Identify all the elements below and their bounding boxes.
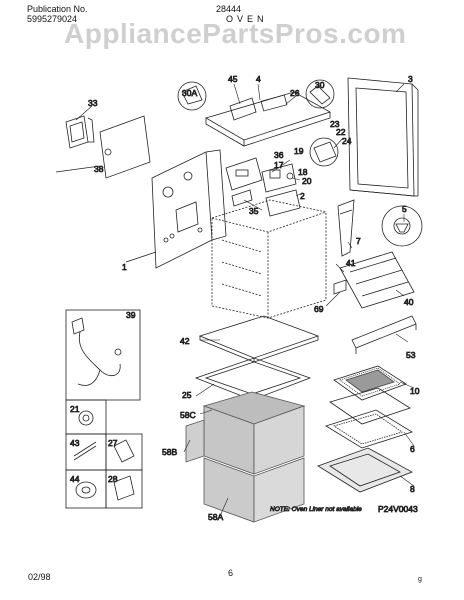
label-38: 38 xyxy=(94,164,104,174)
publication-label: Publication No. xyxy=(27,4,88,14)
label-25: 25 xyxy=(182,390,192,400)
part-42-shape xyxy=(198,315,320,363)
label-23: 23 xyxy=(330,119,340,129)
leader-lines xyxy=(75,83,415,517)
label-42: 42 xyxy=(180,336,190,346)
label-44: 44 xyxy=(70,474,80,484)
label-43: 43 xyxy=(70,438,80,448)
model-number: 28444 xyxy=(216,4,242,14)
part-38-shape xyxy=(55,115,151,179)
part-24-shape xyxy=(309,137,339,167)
part-5-shape xyxy=(381,205,423,247)
part-58b-shape xyxy=(185,405,305,475)
label-53: 53 xyxy=(406,350,416,360)
part-35-shape xyxy=(231,189,253,207)
label-1: 1 xyxy=(122,262,127,272)
part-17-shape xyxy=(261,163,297,193)
label-69: 69 xyxy=(314,304,324,314)
label-7: 7 xyxy=(356,236,361,246)
part-3-shape xyxy=(347,77,419,197)
footer-page-number: 6 xyxy=(228,568,234,578)
section-title: OVEN xyxy=(226,14,268,24)
note-oven-liner: NOTE: Oven Liner not available xyxy=(270,506,362,513)
watermark: AppliancePartsPros.com xyxy=(64,18,407,49)
part-58a-shape xyxy=(203,457,305,523)
label-22: 22 xyxy=(336,127,346,137)
footer-mark: g xyxy=(418,576,422,583)
part-1-shape xyxy=(125,149,227,269)
label-19: 19 xyxy=(294,146,304,156)
label-20: 20 xyxy=(302,176,312,186)
label-28: 28 xyxy=(108,474,118,484)
label-24: 24 xyxy=(342,136,352,146)
label-3: 3 xyxy=(408,74,413,84)
part-53-shape xyxy=(351,315,417,354)
label-18: 18 xyxy=(298,167,308,177)
inset-box-39 xyxy=(65,309,141,401)
label-6: 6 xyxy=(410,444,415,454)
part-33-shape xyxy=(65,115,95,149)
label-39: 39 xyxy=(126,310,136,320)
label-35: 35 xyxy=(249,206,259,216)
label-5: 5 xyxy=(402,204,407,214)
label-41: 41 xyxy=(346,258,356,268)
part-30a-shape xyxy=(177,81,207,111)
label-33: 33 xyxy=(88,98,98,108)
label-10: 10 xyxy=(410,386,420,396)
label-40: 40 xyxy=(404,297,414,307)
part-40-shape xyxy=(339,251,415,309)
part-4-shape xyxy=(204,91,331,147)
label-58c: 58C xyxy=(180,410,196,420)
label-58a: 58A xyxy=(208,512,223,522)
label-21: 21 xyxy=(70,404,80,414)
footer-date: 02/98 xyxy=(28,572,51,582)
part-6-shape xyxy=(325,387,413,449)
label-26: 26 xyxy=(290,88,300,98)
label-45: 45 xyxy=(228,74,238,84)
part-10-shape xyxy=(333,365,407,401)
label-8: 8 xyxy=(410,484,415,494)
label-27: 27 xyxy=(108,438,118,448)
part-25-shape xyxy=(194,357,312,401)
part-69-shape xyxy=(333,279,347,295)
part-8-shape xyxy=(317,447,413,493)
part-30-shape xyxy=(305,79,335,109)
label-58b: 58B xyxy=(162,447,177,457)
part-2-shape xyxy=(265,189,301,217)
label-30: 30 xyxy=(315,80,325,90)
label-2: 2 xyxy=(300,191,305,201)
figure-code: P24V0043 xyxy=(378,504,418,514)
inset-box-28 xyxy=(105,469,143,509)
label-4: 4 xyxy=(256,74,261,84)
publication-number: 5995279024 xyxy=(27,14,78,24)
oven-cavity-shape xyxy=(211,199,327,319)
part-36-shape xyxy=(225,157,263,191)
label-17: 17 xyxy=(274,160,284,170)
part-7-shape xyxy=(337,199,355,257)
label-36: 36 xyxy=(274,150,284,160)
label-30a: 30A xyxy=(182,88,197,98)
